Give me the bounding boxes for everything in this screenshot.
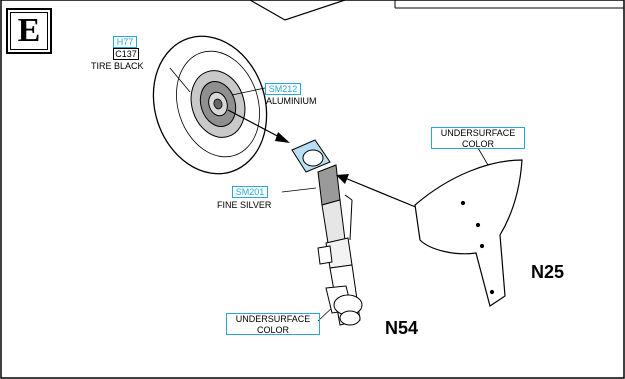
callout-pointer — [249, 0, 346, 21]
door-color-label: UNDERSURFACE COLOR — [431, 127, 525, 149]
tire-color-name: TIRE BLACK — [91, 61, 144, 71]
step-label: E — [6, 8, 52, 54]
hub-color-code: SM212 — [265, 83, 301, 95]
hub-color-name: ALUMINIUM — [266, 96, 317, 106]
door-arrow — [344, 177, 419, 209]
strut-color-label: UNDERSURFACE COLOR — [226, 313, 320, 335]
strut-drawing — [291, 139, 363, 326]
tire-color-code-alt: C137 — [113, 48, 139, 60]
tire-color-code: H77 — [113, 36, 137, 48]
strut-color-code: SM201 — [232, 186, 268, 198]
strut-part-number: N54 — [385, 318, 419, 338]
door-part-number: N25 — [531, 262, 565, 282]
door-drawing — [414, 159, 523, 307]
wheel-arrow — [227, 109, 286, 141]
strut-color-name: FINE SILVER — [217, 200, 272, 210]
wheel-drawing — [152, 35, 268, 175]
